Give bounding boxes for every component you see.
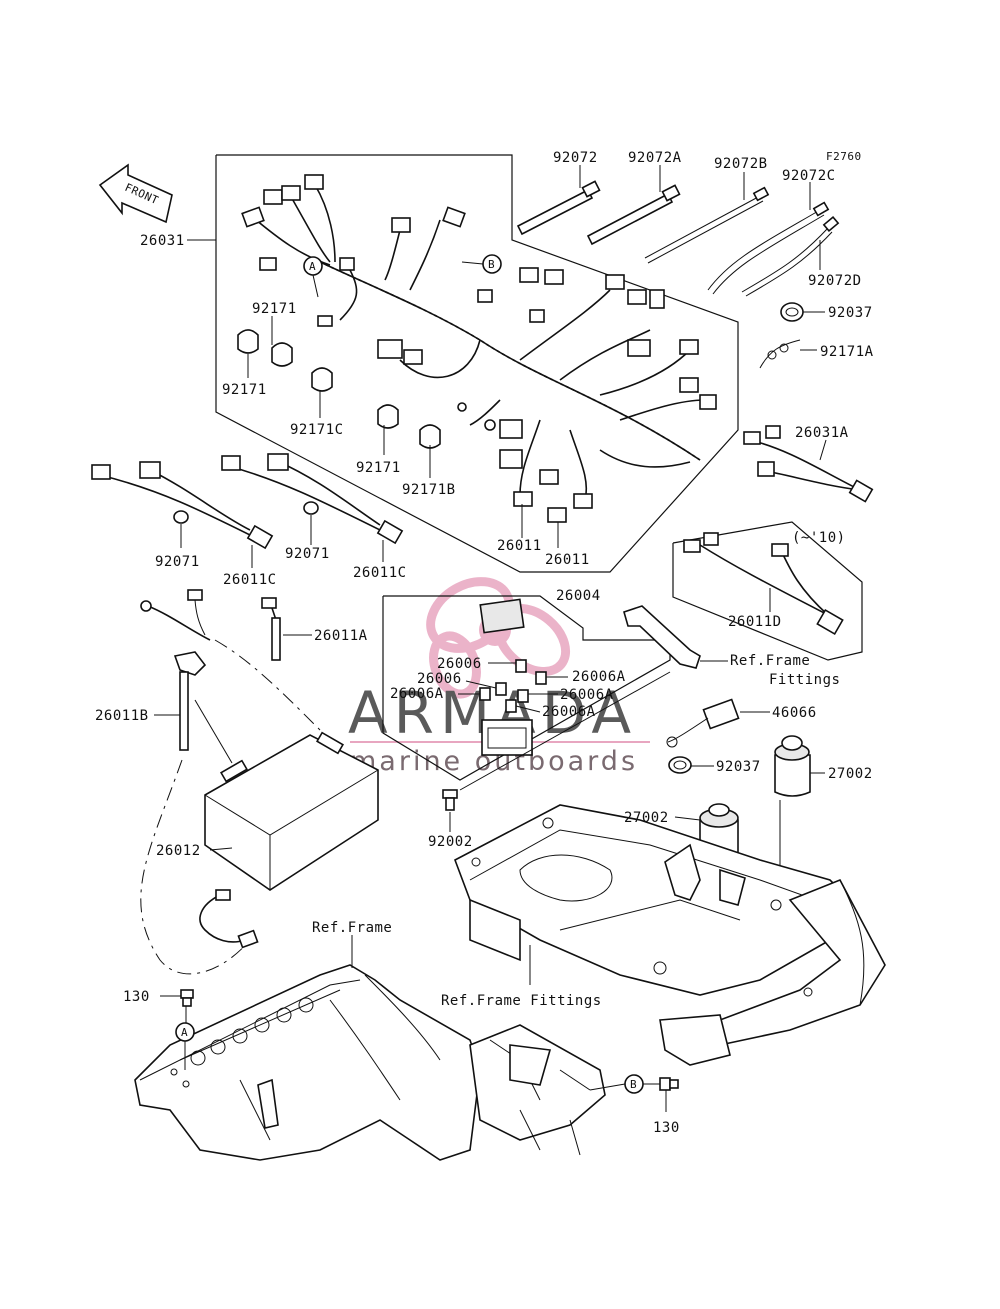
callout-b-top-label: B xyxy=(488,258,495,271)
part-26011C-b: 26011C xyxy=(353,565,407,581)
ref-frame: Ref.Frame xyxy=(312,920,392,936)
part-92171-c: 92171 xyxy=(356,460,401,476)
front-arrow-icon: FRONT xyxy=(98,163,173,224)
cable-ground xyxy=(199,889,259,949)
ref-frame-fittings-1b: Fittings xyxy=(769,672,840,688)
frame-fittings-tray xyxy=(454,804,886,1066)
cable-route-dashed-2 xyxy=(140,759,251,975)
part-92171-b: 92171 xyxy=(222,382,267,398)
bolt-92002 xyxy=(442,671,671,832)
part-27002-right: 27002 xyxy=(828,766,873,782)
cable-ties xyxy=(516,180,840,297)
part-26031: 26031 xyxy=(140,233,185,249)
part-26011-a: 26011 xyxy=(497,538,542,554)
part-26006-a: 26006 xyxy=(437,656,482,672)
callout-a-bottom: A xyxy=(175,1005,195,1070)
cable-route-dashed xyxy=(214,639,321,731)
part-92072D: 92072D xyxy=(808,273,862,289)
part-26031A: 26031A xyxy=(795,425,849,441)
part-26006A-a: 26006A xyxy=(572,669,626,685)
part-92072C: 92072C xyxy=(782,168,836,184)
harness-26011C-right xyxy=(221,453,404,562)
callout-b-top: B xyxy=(461,254,502,274)
part-92071-b: 92071 xyxy=(285,546,330,562)
fuse-box-26004 xyxy=(382,595,671,781)
part-26006A-c: 26006A xyxy=(560,687,614,703)
harness-26011D-box xyxy=(672,521,863,661)
part-92171C: 92171C xyxy=(290,422,344,438)
bolt-130-left xyxy=(160,989,194,1007)
part-26012: 26012 xyxy=(156,843,201,859)
part-92037-top: 92037 xyxy=(828,305,873,321)
part-92072: 92072 xyxy=(553,150,598,166)
part-26011D-note: (~'10) xyxy=(792,530,846,546)
main-frame xyxy=(134,964,606,1161)
cable-26011B xyxy=(140,589,233,764)
part-130-left: 130 xyxy=(123,989,150,1005)
part-26011B: 26011B xyxy=(95,708,149,724)
part-92002: 92002 xyxy=(428,834,473,850)
part-92072A: 92072A xyxy=(628,150,682,166)
part-92037-mid: 92037 xyxy=(716,759,761,775)
part-92071-a: 92071 xyxy=(155,554,200,570)
part-27002-left: 27002 xyxy=(624,810,669,826)
part-92171A: 92171A xyxy=(820,344,874,360)
part-46066: 46066 xyxy=(772,705,817,721)
clamp-92037-mid xyxy=(668,756,714,774)
bracket-ref-frame-fittings xyxy=(623,605,728,669)
part-26011D: 26011D xyxy=(728,614,782,630)
connector-46066 xyxy=(666,698,770,748)
part-92072B: 92072B xyxy=(714,156,768,172)
main-harness-26031 xyxy=(241,174,717,523)
sub-harness-26031A xyxy=(743,425,874,503)
part-26011A: 26011A xyxy=(314,628,368,644)
part-92171-a: 92171 xyxy=(252,301,297,317)
figure-code: F2760 xyxy=(826,150,862,163)
harness-group-box xyxy=(215,154,739,573)
switch-27002-right xyxy=(774,735,825,905)
battery-26012 xyxy=(204,731,379,891)
ref-frame-fittings-1a: Ref.Frame xyxy=(730,653,810,669)
clips-92171 xyxy=(237,329,441,449)
part-26011C-a: 26011C xyxy=(223,572,277,588)
clamp-92037-top xyxy=(780,302,825,322)
callout-b-bottom-label: B xyxy=(630,1078,637,1091)
callout-a-top-label: A xyxy=(309,260,316,273)
clip-92171A xyxy=(759,339,817,369)
part-130-right: 130 xyxy=(653,1120,680,1136)
ref-frame-fittings-2: Ref.Frame Fittings xyxy=(441,993,602,1009)
cable-26011A xyxy=(261,597,312,661)
bolt-130-right xyxy=(659,1077,679,1112)
part-26006-b: 26006 xyxy=(417,671,462,687)
harness-26011C-left xyxy=(91,461,274,568)
part-26011-b: 26011 xyxy=(545,552,590,568)
callout-a-top: A xyxy=(303,256,323,298)
part-92171B: 92171B xyxy=(402,482,456,498)
callout-b-bottom: B xyxy=(589,1074,660,1094)
callout-a-bottom-label: A xyxy=(181,1026,188,1039)
part-26004: 26004 xyxy=(556,588,601,604)
part-26006A-b: 26006A xyxy=(390,686,444,702)
part-26006A-d: 26006A xyxy=(542,704,596,720)
